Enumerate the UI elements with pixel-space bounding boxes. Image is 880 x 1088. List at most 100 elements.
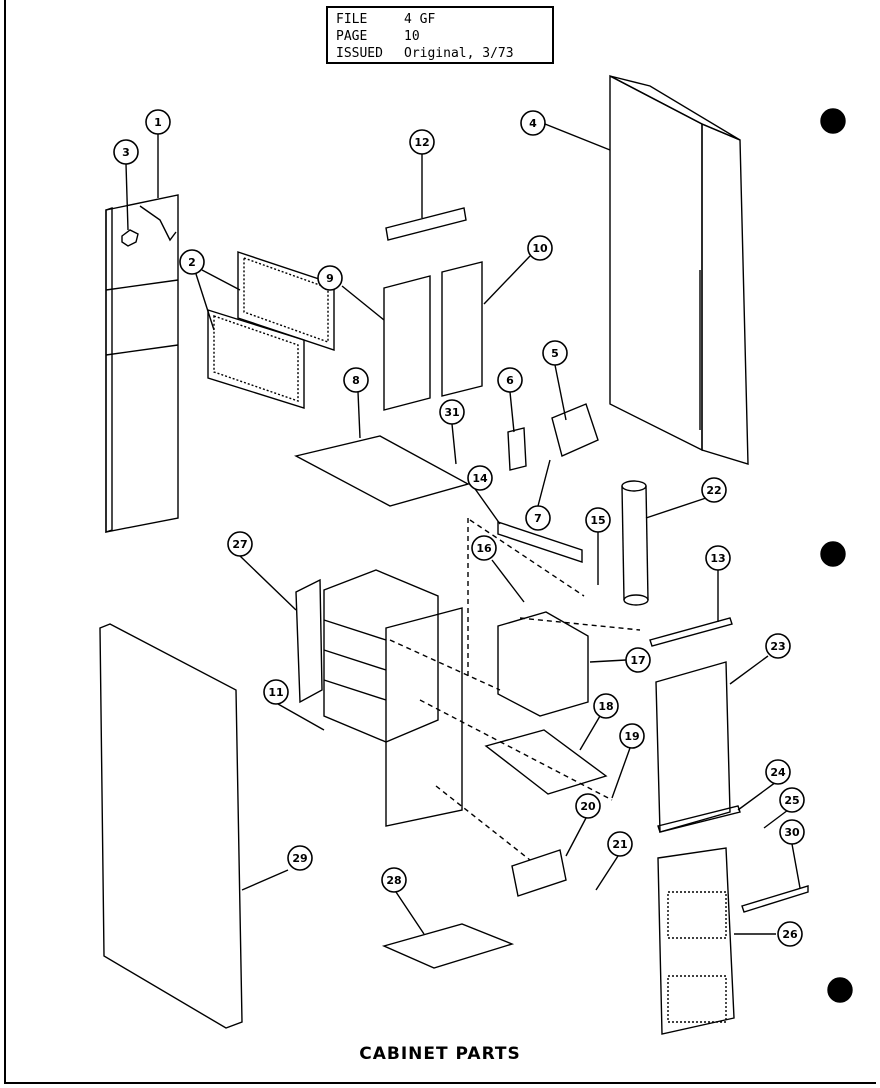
part-3-plug [121, 229, 139, 247]
part-30-strip [741, 885, 809, 913]
callout-28 [381, 867, 407, 893]
callout-11 [263, 679, 289, 705]
callout-label-22: 22 [706, 484, 721, 497]
callout-25 [779, 787, 805, 813]
part-1-side-panel [105, 194, 179, 533]
part-17-blower [497, 611, 589, 717]
part-12-bracket [385, 207, 467, 241]
file-row: FILE 4 GF [336, 11, 544, 28]
part-20-bracket [511, 849, 567, 897]
callout-label-10: 10 [532, 242, 548, 255]
callout-circles [113, 109, 805, 947]
part-6-bracket [507, 427, 527, 471]
issued-key: ISSUED [336, 46, 383, 61]
callout-1 [145, 109, 171, 135]
callout-label-4: 4 [529, 117, 537, 130]
callout-label-21: 21 [612, 838, 627, 851]
callout-17 [625, 647, 651, 673]
callout-label-30: 30 [784, 826, 800, 839]
part-9-panel [383, 275, 431, 411]
callout-7 [525, 505, 551, 531]
page-key: PAGE [336, 29, 368, 44]
callout-label-8: 8 [352, 374, 360, 387]
callout-19 [619, 723, 645, 749]
callout-label-2: 2 [188, 256, 196, 269]
punch-hole-top [820, 108, 846, 134]
page-row: PAGE 10 [336, 28, 544, 45]
callout-label-26: 26 [782, 928, 798, 941]
part-11-heat-exchanger [323, 569, 463, 827]
callout-13 [705, 545, 731, 571]
callout-14 [467, 465, 493, 491]
callout-21 [607, 831, 633, 857]
part-13-strip [649, 617, 733, 647]
callout-2 [179, 249, 205, 275]
callout-label-27: 27 [232, 538, 247, 551]
part-18-shelf [484, 729, 608, 795]
callout-10 [527, 235, 553, 261]
callout-label-24: 24 [770, 766, 786, 779]
part-8-base [294, 435, 470, 507]
callout-label-18: 18 [598, 700, 613, 713]
callout-23 [765, 633, 791, 659]
callout-label-28: 28 [386, 874, 401, 887]
part-2-filters [207, 251, 335, 409]
part-29-front-door [99, 623, 243, 1029]
callout-label-14: 14 [472, 472, 488, 485]
callout-label-25: 25 [784, 794, 799, 807]
callout-16 [471, 535, 497, 561]
callout-4 [520, 110, 546, 136]
callout-label-1: 1 [154, 116, 162, 129]
callout-label-7: 7 [534, 512, 542, 525]
callout-label-31: 31 [444, 406, 459, 419]
callout-8 [343, 367, 369, 393]
part-28-plate [381, 923, 515, 969]
callout-label-20: 20 [580, 800, 596, 813]
callout-label-5: 5 [551, 347, 559, 360]
callout-22 [701, 477, 727, 503]
callout-label-12: 12 [414, 136, 429, 149]
callout-label-11: 11 [268, 686, 283, 699]
callout-label-16: 16 [476, 542, 492, 555]
part-24-strip [657, 805, 741, 833]
callout-label-17: 17 [630, 654, 645, 667]
issued-value: Original, 3/73 [404, 46, 514, 61]
callout-label-6: 6 [506, 374, 514, 387]
callout-6 [497, 367, 523, 393]
part-23-door [655, 661, 731, 833]
issued-row: ISSUED Original, 3/73 [336, 45, 544, 62]
callout-label-23: 23 [770, 640, 785, 653]
callout-18 [593, 693, 619, 719]
part-27-insulation [295, 578, 323, 704]
file-key: FILE [336, 12, 368, 27]
callout-9 [317, 265, 343, 291]
punch-hole-bottom [827, 977, 853, 1003]
callout-leaders [125, 123, 801, 935]
punch-hole-middle [820, 541, 846, 567]
callout-3 [113, 139, 139, 165]
callout-31 [439, 399, 465, 425]
callout-label-3: 3 [122, 146, 130, 159]
callout-12 [409, 129, 435, 155]
callout-numbers: 1 2 3 4 5 6 7 8 9 10 11 12 13 14 15 16 1… [122, 116, 800, 941]
callout-15 [585, 507, 611, 533]
diagram-caption: CABINET PARTS [359, 1044, 521, 1064]
page-value: 10 [404, 29, 420, 44]
callout-label-9: 9 [326, 272, 334, 285]
callout-label-15: 15 [590, 514, 605, 527]
callout-30 [779, 819, 805, 845]
callout-label-29: 29 [292, 852, 307, 865]
part-22-flue-pipe [621, 480, 649, 606]
callout-label-13: 13 [710, 552, 725, 565]
callout-24 [765, 759, 791, 785]
callout-27 [227, 531, 253, 557]
callout-label-19: 19 [624, 730, 639, 743]
file-info-box: FILE 4 GF PAGE 10 ISSUED Original, 3/73 [326, 6, 554, 64]
file-value: 4 GF [404, 12, 436, 27]
callout-20 [575, 793, 601, 819]
callout-5 [542, 340, 568, 366]
part-4-back-panel [609, 74, 749, 465]
part-10-panel [441, 261, 483, 397]
